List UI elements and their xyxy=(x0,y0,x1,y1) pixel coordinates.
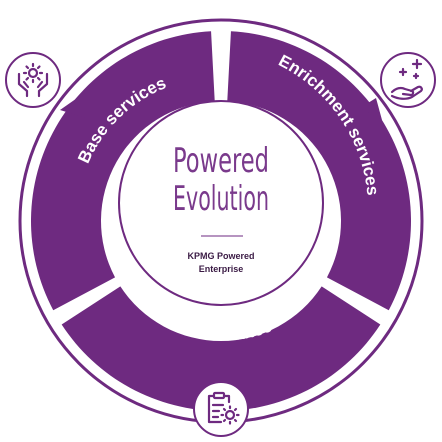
center-title-line1: Powered xyxy=(173,141,269,181)
document-gear-icon[interactable] xyxy=(193,381,249,437)
governance-pointer xyxy=(209,366,233,378)
center-circle xyxy=(118,100,324,306)
hand-sparkles-icon[interactable] xyxy=(380,52,436,108)
segment-governance[interactable] xyxy=(61,286,381,412)
segment-enrichment-services[interactable] xyxy=(227,31,411,311)
center-subtitle-line2: Enterprise xyxy=(199,264,244,274)
center-title-line2: Evolution xyxy=(173,179,269,219)
enrichment-pointer xyxy=(360,98,382,120)
center-subtitle-line1: KPMG Powered xyxy=(187,251,254,261)
hands-gear-icon[interactable] xyxy=(5,52,61,108)
base-pointer xyxy=(60,96,86,118)
